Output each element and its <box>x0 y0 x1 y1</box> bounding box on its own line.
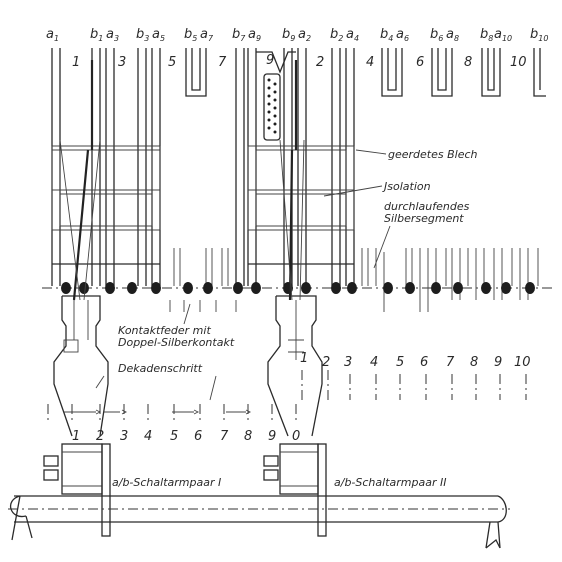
terminal-a1: a1 <box>46 27 59 43</box>
svg-text:durchlaufendes: durchlaufendes <box>384 200 470 213</box>
bank-number-7: 7 <box>218 55 227 70</box>
svg-text:Jsolation: Jsolation <box>382 180 431 193</box>
right-scale: 1 2 3 4 5 6 7 8 9 10 <box>300 351 531 400</box>
arm-hub-1 <box>43 443 111 537</box>
terminal-a9: a9 <box>248 27 261 43</box>
lower-scale-9: 9 <box>268 429 276 444</box>
svg-text:Dekadenschritt: Dekadenschritt <box>118 362 203 375</box>
lower-scale-0: 0 <box>292 429 300 444</box>
bank-number-1: 1 <box>72 55 80 70</box>
right-scale-6: 6 <box>420 355 428 370</box>
bank-number-3: 3 <box>118 55 126 70</box>
right-scale-2: 2 <box>322 355 330 370</box>
silver-contacts <box>61 282 535 294</box>
svg-text:a/b-Schaltarmpaar II: a/b-Schaltarmpaar II <box>334 476 446 489</box>
label-arm-pair-1: a/b-Schaltarmpaar I <box>112 476 221 489</box>
terminal-b9: b9 <box>282 27 295 43</box>
terminal-b8: b8 <box>480 27 493 43</box>
terminal-b4: b4 <box>380 27 393 43</box>
right-scale-8: 8 <box>470 355 478 370</box>
right-scale-10: 10 <box>514 355 531 370</box>
lower-scale-4: 4 <box>144 429 152 444</box>
lower-scale-7: 7 <box>220 429 229 444</box>
label-grounded-sheet: geerdetes Blech <box>355 148 478 161</box>
lower-scale-1: 1 <box>72 429 80 444</box>
svg-text:geerdetes Blech: geerdetes Blech <box>388 148 478 161</box>
svg-text:Doppel-Silberkontakt: Doppel-Silberkontakt <box>118 336 235 349</box>
lower-scale-3: 3 <box>120 429 128 444</box>
lower-scale-6: 6 <box>194 429 202 444</box>
terminal-b6: b6 <box>430 27 443 43</box>
terminal-a7: a7 <box>200 27 214 43</box>
top-terminal-labels: a1 b1 a3 b3 a5 b5 a7 b7 a9 b9 a2 b2 a4 b… <box>46 27 548 43</box>
bank-number-6: 6 <box>416 55 424 70</box>
right-scale-4: 4 <box>370 355 378 370</box>
lower-scale-5: 5 <box>170 429 178 444</box>
right-scale-7: 7 <box>446 355 455 370</box>
label-arm-pair-2: a/b-Schaltarmpaar II <box>334 476 446 489</box>
bank-number-4: 4 <box>366 55 374 70</box>
terminal-b3: b3 <box>136 27 149 43</box>
right-scale-1: 1 <box>300 351 308 366</box>
lower-scale: 1 2 3 4 5 6 7 8 9 0 <box>47 404 300 444</box>
terminal-b1: b1 <box>90 27 103 43</box>
terminal-a6: a6 <box>396 27 409 43</box>
terminal-b2: b2 <box>330 27 343 43</box>
svg-text:Kontaktfeder mit: Kontaktfeder mit <box>118 324 211 337</box>
terminal-b10: b10 <box>530 27 548 43</box>
terminal-b5: b5 <box>184 27 197 43</box>
coil-dots <box>267 78 277 134</box>
bank-number-10: 10 <box>510 55 527 70</box>
wiper-arm-1 <box>53 60 109 437</box>
shaft <box>8 495 510 549</box>
lower-scale-2: 2 <box>96 429 104 444</box>
contact-springs <box>169 248 539 312</box>
right-scale-3: 3 <box>344 355 352 370</box>
right-scale-5: 5 <box>396 355 404 370</box>
label-insulation: Jsolation <box>323 180 431 197</box>
lower-scale-8: 8 <box>244 429 252 444</box>
bank-number-8: 8 <box>464 55 472 70</box>
terminal-a10: a10 <box>494 27 512 43</box>
bank-number-5: 5 <box>168 55 176 70</box>
terminal-b7: b7 <box>232 27 246 43</box>
arm-hub-2 <box>263 443 327 537</box>
svg-text:a/b-Schaltarmpaar I: a/b-Schaltarmpaar I <box>112 476 221 489</box>
label-decade-step: Dekadenschritt <box>95 362 217 401</box>
bank-number-2: 2 <box>316 55 324 70</box>
terminal-a8: a8 <box>446 27 459 43</box>
bank-number-9: 9 <box>266 53 274 68</box>
coil-element <box>263 73 281 141</box>
svg-text:Silbersegment: Silbersegment <box>384 212 464 225</box>
terminal-a2: a2 <box>298 27 311 43</box>
contact-bank: 1 3 5 7 9 2 4 6 8 10 <box>51 48 546 286</box>
terminal-a4: a4 <box>346 27 359 43</box>
label-silver-segment: durchlaufendes Silbersegment <box>373 200 470 269</box>
right-scale-9: 9 <box>494 355 502 370</box>
label-contact-spring: Kontaktfeder mit Doppel-Silberkontakt <box>118 303 235 349</box>
terminal-a3: a3 <box>106 27 119 43</box>
wiper-arm-2 <box>267 60 323 437</box>
terminal-a5: a5 <box>152 27 165 43</box>
